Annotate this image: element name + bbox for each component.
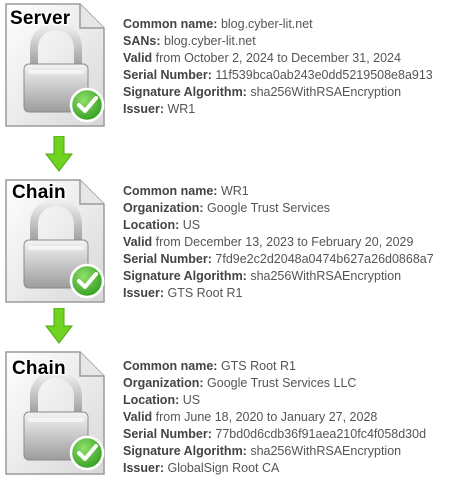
signature-algorithm-row: Signature Algorithm: sha256WithRSAEncryp…	[123, 85, 402, 99]
certificate-tag: Server	[10, 8, 71, 29]
certificate-lock-icon	[4, 350, 108, 480]
certificate-tag: Chain	[12, 358, 66, 379]
certificate-server: Server Common name: blog.cyber-lit.net S…	[0, 2, 458, 130]
certificate-details: Common name: GTS Root R1 Organization: G…	[123, 358, 426, 477]
signature-algorithm-row: Signature Algorithm: sha256WithRSAEncryp…	[123, 269, 402, 283]
certificate-lock-icon	[4, 178, 108, 308]
certificate-details: Common name: blog.cyber-lit.net SANs: bl…	[123, 16, 433, 118]
common-name-row: Common name: WR1	[123, 184, 249, 198]
organization-row: Organization: Google Trust Services	[123, 201, 331, 215]
sans-row: SANs: blog.cyber-lit.net	[123, 34, 256, 48]
valid-row: Valid from December 13, 2023 to February…	[123, 235, 414, 249]
serial-number-row: Serial Number: 7fd9e2c2d2048a0474b627a26…	[123, 252, 434, 266]
arrow-down-icon	[45, 308, 73, 344]
certificate-lock-icon	[4, 2, 108, 132]
issuer-row: Issuer: GTS Root R1	[123, 286, 243, 300]
location-row: Location: US	[123, 218, 201, 232]
serial-number-row: Serial Number: 11f539bca0ab243e0dd521950…	[123, 68, 433, 82]
certificate-chain-root: Chain Common name: GTS Root R1 Organizat…	[0, 350, 458, 480]
issuer-row: Issuer: WR1	[123, 102, 196, 116]
organization-row: Organization: Google Trust Services LLC	[123, 376, 357, 390]
serial-number-row: Serial Number: 77bd0d6cdb36f91aea210fc4f…	[123, 427, 427, 441]
arrow-down-icon	[45, 136, 73, 172]
certificate-chain-intermediate: Chain Common name: WR1 Organization: Goo…	[0, 178, 458, 306]
valid-row: Valid from June 18, 2020 to January 27, …	[123, 410, 378, 424]
certificate-details: Common name: WR1 Organization: Google Tr…	[123, 183, 434, 302]
common-name-row: Common name: blog.cyber-lit.net	[123, 17, 313, 31]
location-row: Location: US	[123, 393, 201, 407]
valid-row: Valid from October 2, 2024 to December 3…	[123, 51, 401, 65]
issuer-row: Issuer: GlobalSign Root CA	[123, 461, 280, 475]
common-name-row: Common name: GTS Root R1	[123, 359, 296, 373]
certificate-tag: Chain	[12, 182, 66, 203]
signature-algorithm-row: Signature Algorithm: sha256WithRSAEncryp…	[123, 444, 402, 458]
